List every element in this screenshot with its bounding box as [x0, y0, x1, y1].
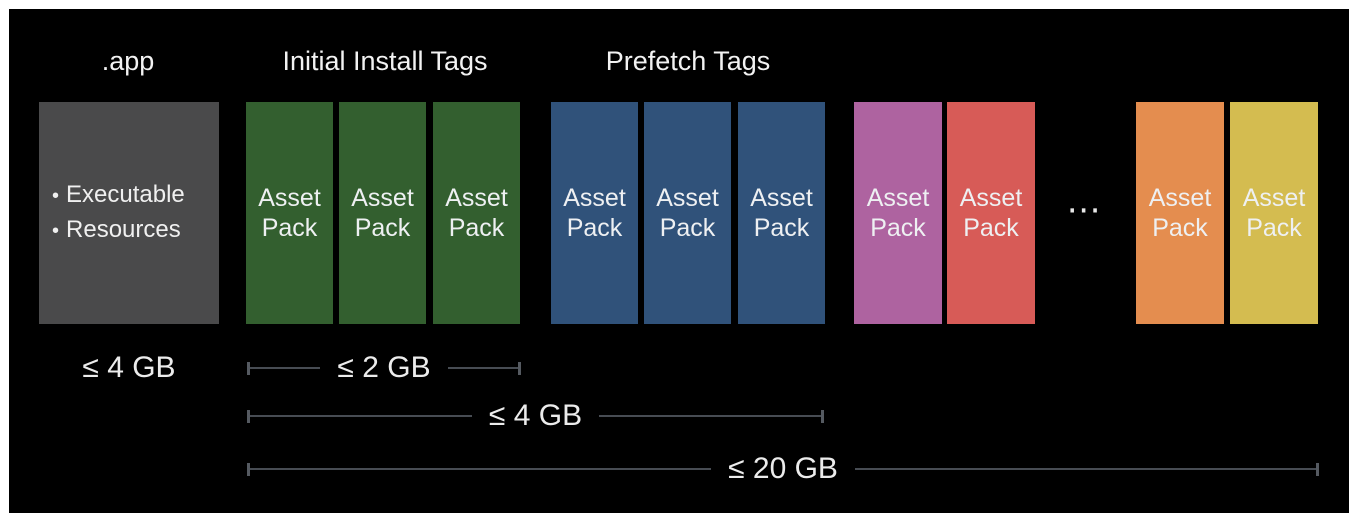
asset-pack-ondemand-4: Asset Pack: [1230, 102, 1318, 324]
measure-label-20gb: ≤ 20 GB: [728, 452, 838, 485]
header-app-bundle: .app: [101, 46, 155, 76]
asset-pack-initial-install-1: Asset Pack: [246, 102, 333, 324]
asset-pack-ondemand-1: Asset Pack: [854, 102, 942, 324]
asset-pack-label: Asset Pack: [656, 184, 719, 242]
measure-tick-right: [821, 409, 825, 423]
asset-pack-label: Asset Pack: [959, 184, 1023, 242]
asset-pack-prefetch-2: Asset Pack: [644, 102, 731, 324]
app-bundle-item-label: Resources: [66, 216, 181, 243]
measure-rule: [250, 415, 472, 417]
asset-pack-label: Asset Pack: [445, 184, 508, 242]
asset-pack-prefetch-3: Asset Pack: [738, 102, 825, 324]
header-initial-install-tags: Initial Install Tags: [282, 46, 488, 76]
measure-tick-right: [1316, 462, 1320, 476]
asset-pack-label: Asset Pack: [866, 184, 930, 242]
bullet-icon: •: [52, 220, 60, 242]
measure-rule: [447, 367, 519, 369]
measure-tick-left: [247, 361, 250, 375]
app-bundle-item-resources: • Resources: [52, 213, 219, 248]
app-bundle-size-label: ≤ 4 GB: [82, 351, 176, 384]
asset-pack-label: Asset Pack: [1148, 184, 1212, 242]
measure-tick-left: [247, 409, 250, 423]
measure-rule: [250, 367, 321, 369]
measure-line-20gb: ≤ 20 GB: [247, 452, 1320, 486]
measure-rule: [854, 468, 1317, 470]
slide: .app Initial Install Tags Prefetch Tags …: [9, 9, 1349, 513]
asset-pack-label: Asset Pack: [563, 184, 626, 242]
asset-pack-prefetch-1: Asset Pack: [551, 102, 638, 324]
asset-pack-initial-install-2: Asset Pack: [339, 102, 426, 324]
asset-pack-label: Asset Pack: [351, 184, 414, 242]
measure-label-4gb: ≤ 4 GB: [488, 399, 583, 432]
measure-tick-right: [518, 361, 522, 375]
asset-pack-label: Asset Pack: [750, 184, 813, 242]
app-bundle-item-label: Executable: [66, 181, 185, 208]
measure-tick-left: [247, 462, 250, 476]
bullet-icon: •: [52, 185, 60, 207]
measure-line-2gb: ≤ 2 GB: [247, 351, 522, 385]
asset-pack-label: Asset Pack: [1242, 184, 1306, 242]
more-packs-ellipsis: ⋯: [1066, 191, 1105, 229]
measure-label-2gb: ≤ 2 GB: [337, 351, 431, 384]
asset-pack-label: Asset Pack: [258, 184, 321, 242]
asset-pack-ondemand-2: Asset Pack: [947, 102, 1035, 324]
asset-pack-initial-install-3: Asset Pack: [433, 102, 520, 324]
measure-rule: [250, 468, 712, 470]
app-bundle-item-executable: • Executable: [52, 178, 219, 213]
app-bundle-box: • Executable • Resources: [39, 102, 219, 324]
asset-pack-ondemand-3: Asset Pack: [1136, 102, 1224, 324]
header-prefetch-tags: Prefetch Tags: [605, 46, 771, 76]
measure-line-4gb: ≤ 4 GB: [247, 399, 825, 433]
measure-rule: [599, 415, 822, 417]
